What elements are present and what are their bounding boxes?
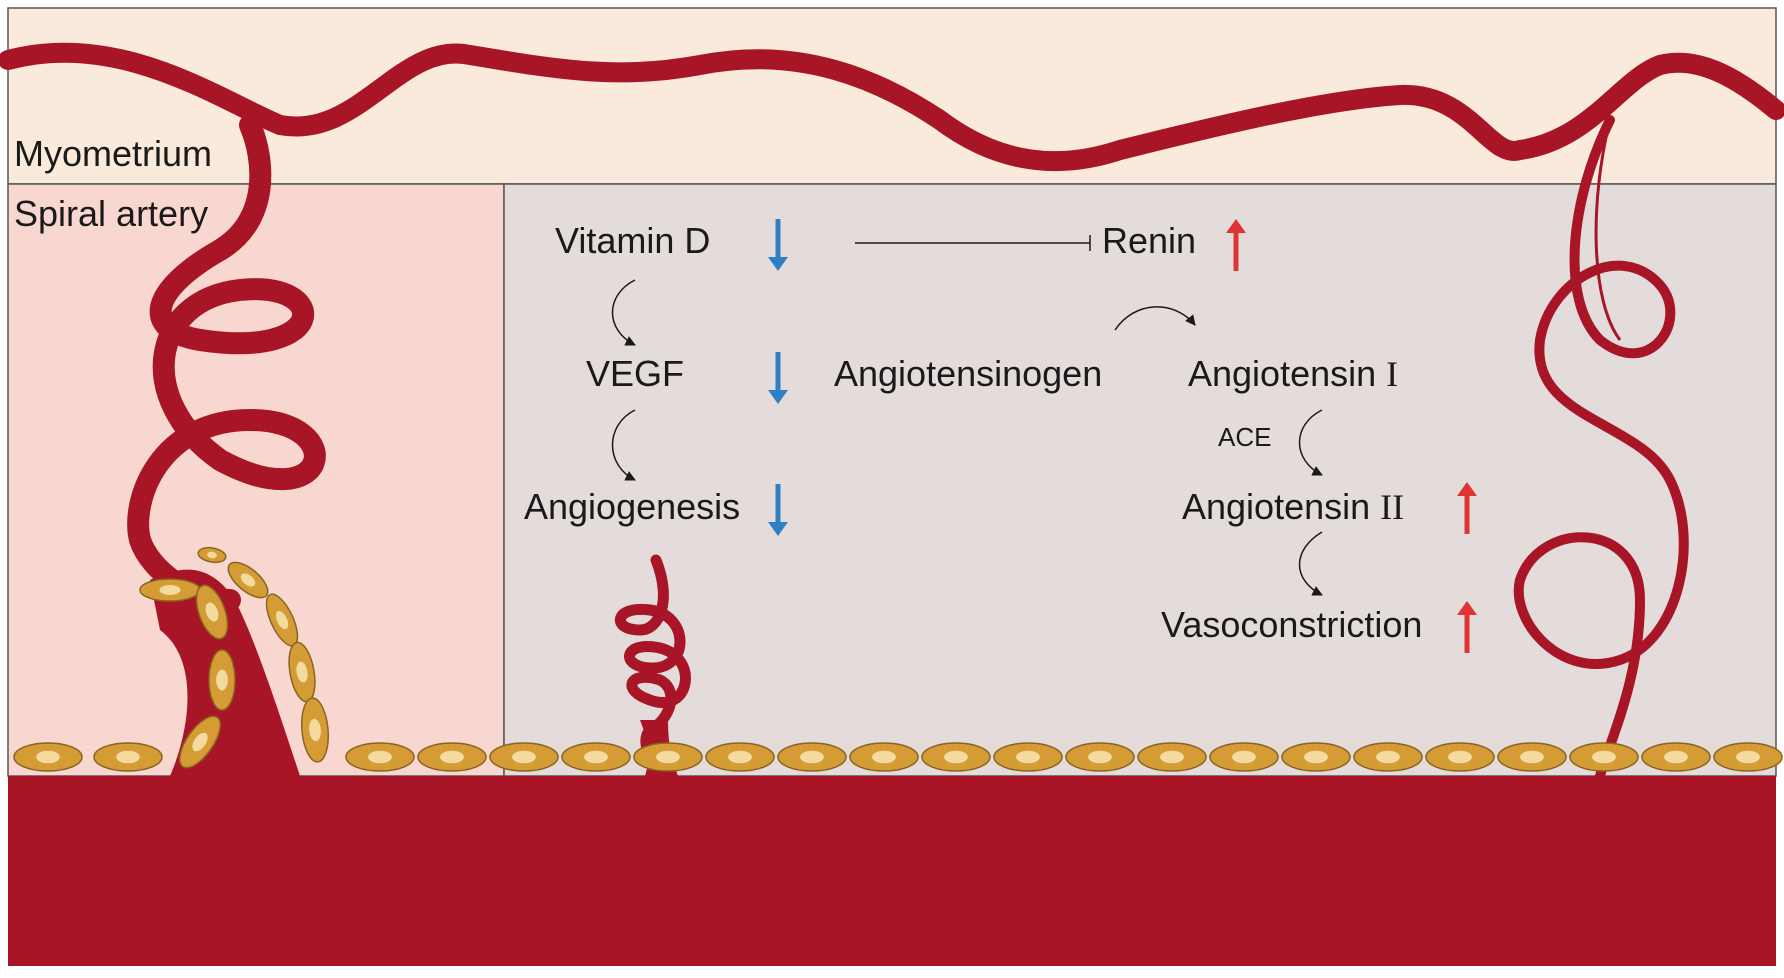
trophoblast-cell (195, 584, 229, 640)
renin-catalysis-arrow (1114, 306, 1196, 331)
vitamin-d-to-vegf-arrow (611, 279, 636, 346)
indicator-arrow-shape (1457, 482, 1477, 534)
trophoblast-cell (561, 742, 631, 772)
indicator-arrow-shape (768, 484, 788, 536)
trophoblast-cell (93, 742, 163, 772)
trophoblast-cell (921, 742, 991, 772)
myometrium-label: Myometrium (14, 133, 212, 174)
trophoblast-cell (1137, 742, 1207, 772)
trophoblast-lining-cells (139, 546, 329, 769)
trophoblast-cell (179, 715, 221, 769)
trophoblast-cell (633, 742, 703, 772)
trophoblast-cell (345, 742, 415, 772)
remodeled-spiral-artery (127, 114, 326, 611)
trophoblast-cell (265, 593, 299, 647)
trophoblast-cell (417, 742, 487, 772)
trophoblast-cell (1065, 742, 1135, 772)
angiogenesis-label: Angiogenesis (524, 486, 740, 527)
trophoblast-cell (139, 578, 201, 602)
trophoblast-cell (301, 697, 329, 763)
constricted-artery (1513, 115, 1689, 781)
trophoblast-cell (288, 641, 316, 703)
vitamin-d-down-arrow-icon (768, 219, 788, 271)
renin-up-arrow-icon (1226, 219, 1246, 271)
vegf-label: VEGF (586, 353, 684, 394)
renin-label: Renin (1102, 220, 1196, 261)
vegf-down-arrow-icon (768, 352, 788, 404)
vasoconstriction-label: Vasoconstriction (1161, 604, 1422, 645)
myometrial-vessel (0, 42, 1784, 172)
angiotensin-2-label: Angiotensin II (1182, 486, 1404, 527)
trophoblast-cell (1713, 742, 1783, 772)
trophoblast-cell (777, 742, 847, 772)
angiotensin-1-label: Angiotensin I (1188, 353, 1398, 394)
ace-label: ACE (1218, 422, 1271, 452)
angiogenesis-down-arrow-icon (768, 484, 788, 536)
trophoblast-cell (227, 561, 269, 599)
angiotensinogen-label: Angiotensinogen (834, 353, 1102, 394)
trophoblast-cell (1209, 742, 1279, 772)
indicator-arrow-shape (768, 352, 788, 404)
trophoblast-cell (1353, 742, 1423, 772)
narrow-spiral-artery (614, 554, 691, 782)
pathway-region (503, 183, 1777, 777)
trophoblast-cell (208, 649, 236, 711)
trophoblast-cell (13, 742, 83, 772)
vitamin-d-label: Vitamin D (555, 220, 710, 261)
trophoblast-cell-row (13, 742, 1783, 772)
trophoblast-cell (993, 742, 1063, 772)
indicator-arrow-shape (1457, 601, 1477, 653)
angiotensin-2-to-vasoconstriction-arrow (1298, 531, 1323, 596)
trophoblast-cell (1641, 742, 1711, 772)
vasoconstriction-up-arrow-icon (1457, 601, 1477, 653)
ace-conversion-arrow (1298, 409, 1323, 476)
trophoblast-cell (197, 546, 227, 564)
trophoblast-cell (849, 742, 919, 772)
angiotensin-2-up-arrow-icon (1457, 482, 1477, 534)
trophoblast-cell (1281, 742, 1351, 772)
indicator-arrow-shape (768, 219, 788, 271)
vegf-to-angiogenesis-arrow (611, 409, 636, 481)
indicator-arrow-shape (1226, 219, 1246, 271)
decidua-vessel-pool (8, 776, 1776, 966)
trophoblast-cell (705, 742, 775, 772)
trophoblast-cell (1425, 742, 1495, 772)
spiral-artery-label: Spiral artery (14, 193, 208, 234)
trophoblast-cell (489, 742, 559, 772)
constricted-artery-thread (1594, 119, 1622, 341)
trophoblast-cell (1497, 742, 1567, 772)
trophoblast-cell (1569, 742, 1639, 772)
